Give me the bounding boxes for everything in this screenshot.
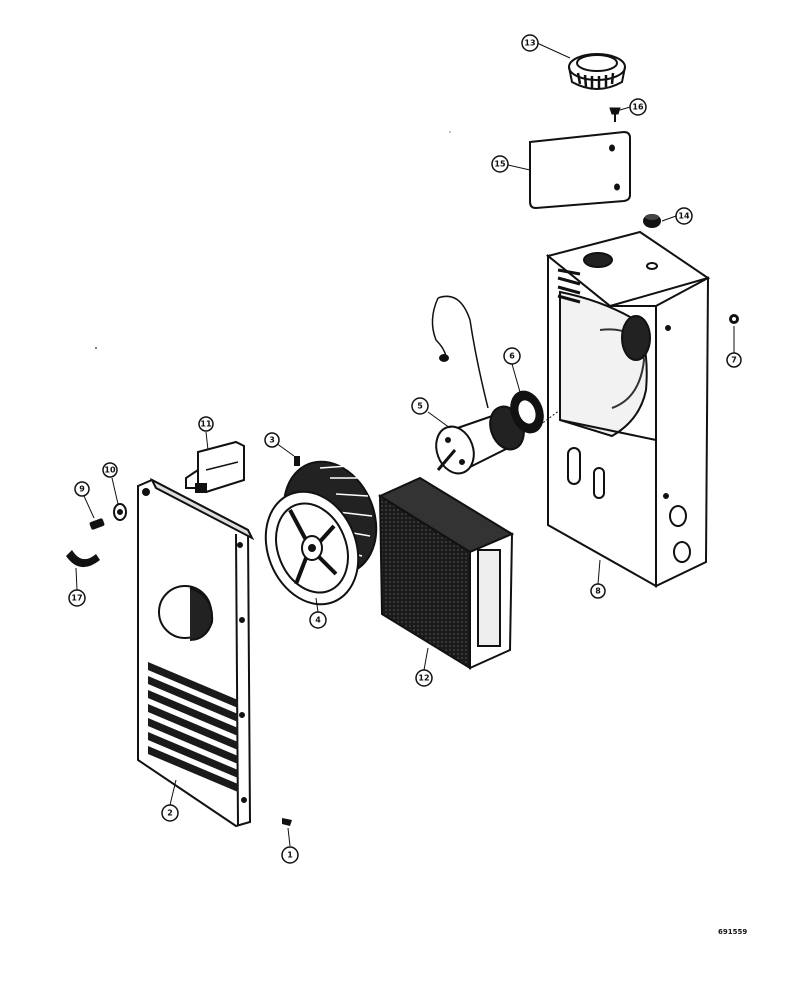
leader-lines <box>75 42 735 847</box>
part-screw-left <box>89 518 105 530</box>
callout-9: 9 <box>74 481 90 497</box>
svg-text:12: 12 <box>418 674 429 683</box>
part-hose-clip <box>66 550 100 568</box>
callout-13: 13 <box>521 34 539 52</box>
callout-6: 6 <box>503 347 521 365</box>
callout-7: 7 <box>726 352 742 368</box>
scan-speck <box>95 347 97 349</box>
callout-5: 5 <box>411 397 429 415</box>
part-lock-washer <box>113 503 127 521</box>
callout-17: 17 <box>68 589 86 607</box>
svg-text:13: 13 <box>524 39 535 48</box>
callout-8: 8 <box>590 583 606 599</box>
svg-text:11: 11 <box>200 420 212 429</box>
svg-text:1: 1 <box>287 851 293 860</box>
part-mounting-ring <box>510 390 561 434</box>
part-screw-top <box>609 107 621 122</box>
svg-text:4: 4 <box>315 616 321 625</box>
svg-text:10: 10 <box>104 466 116 475</box>
svg-text:7: 7 <box>731 356 737 365</box>
svg-text:16: 16 <box>632 103 644 112</box>
callout-11: 11 <box>198 416 214 432</box>
callout-4: 4 <box>309 611 327 629</box>
svg-text:17: 17 <box>71 594 82 603</box>
svg-text:5: 5 <box>417 402 423 411</box>
part-ring <box>568 53 626 90</box>
callout-15: 15 <box>491 155 509 173</box>
part-front-panel <box>137 477 255 828</box>
svg-text:8: 8 <box>595 587 601 596</box>
callout-3: 3 <box>264 432 280 448</box>
drawing-number: 691559 <box>718 928 747 936</box>
svg-text:6: 6 <box>509 352 515 361</box>
svg-text:15: 15 <box>494 160 506 169</box>
part-housing <box>545 230 711 588</box>
part-screw-bottom <box>282 818 292 826</box>
callout-2: 2 <box>161 804 179 822</box>
part-motor <box>431 295 525 475</box>
part-nut <box>729 314 739 324</box>
callout-10: 10 <box>102 462 118 478</box>
scan-speck <box>449 131 451 133</box>
svg-text:14: 14 <box>678 212 690 221</box>
callout-16: 16 <box>629 98 647 116</box>
svg-text:2: 2 <box>167 809 173 818</box>
part-set-screw <box>294 456 300 466</box>
callout-1: 1 <box>281 846 299 864</box>
part-cover-plate <box>529 130 631 210</box>
svg-text:9: 9 <box>79 485 85 494</box>
part-blower-wheel <box>264 460 378 606</box>
part-heater-core <box>377 476 515 670</box>
callout-14: 14 <box>675 207 693 225</box>
part-plug <box>643 214 661 228</box>
svg-text:3: 3 <box>269 436 275 445</box>
callout-12: 12 <box>415 669 433 687</box>
part-bracket <box>185 440 245 494</box>
